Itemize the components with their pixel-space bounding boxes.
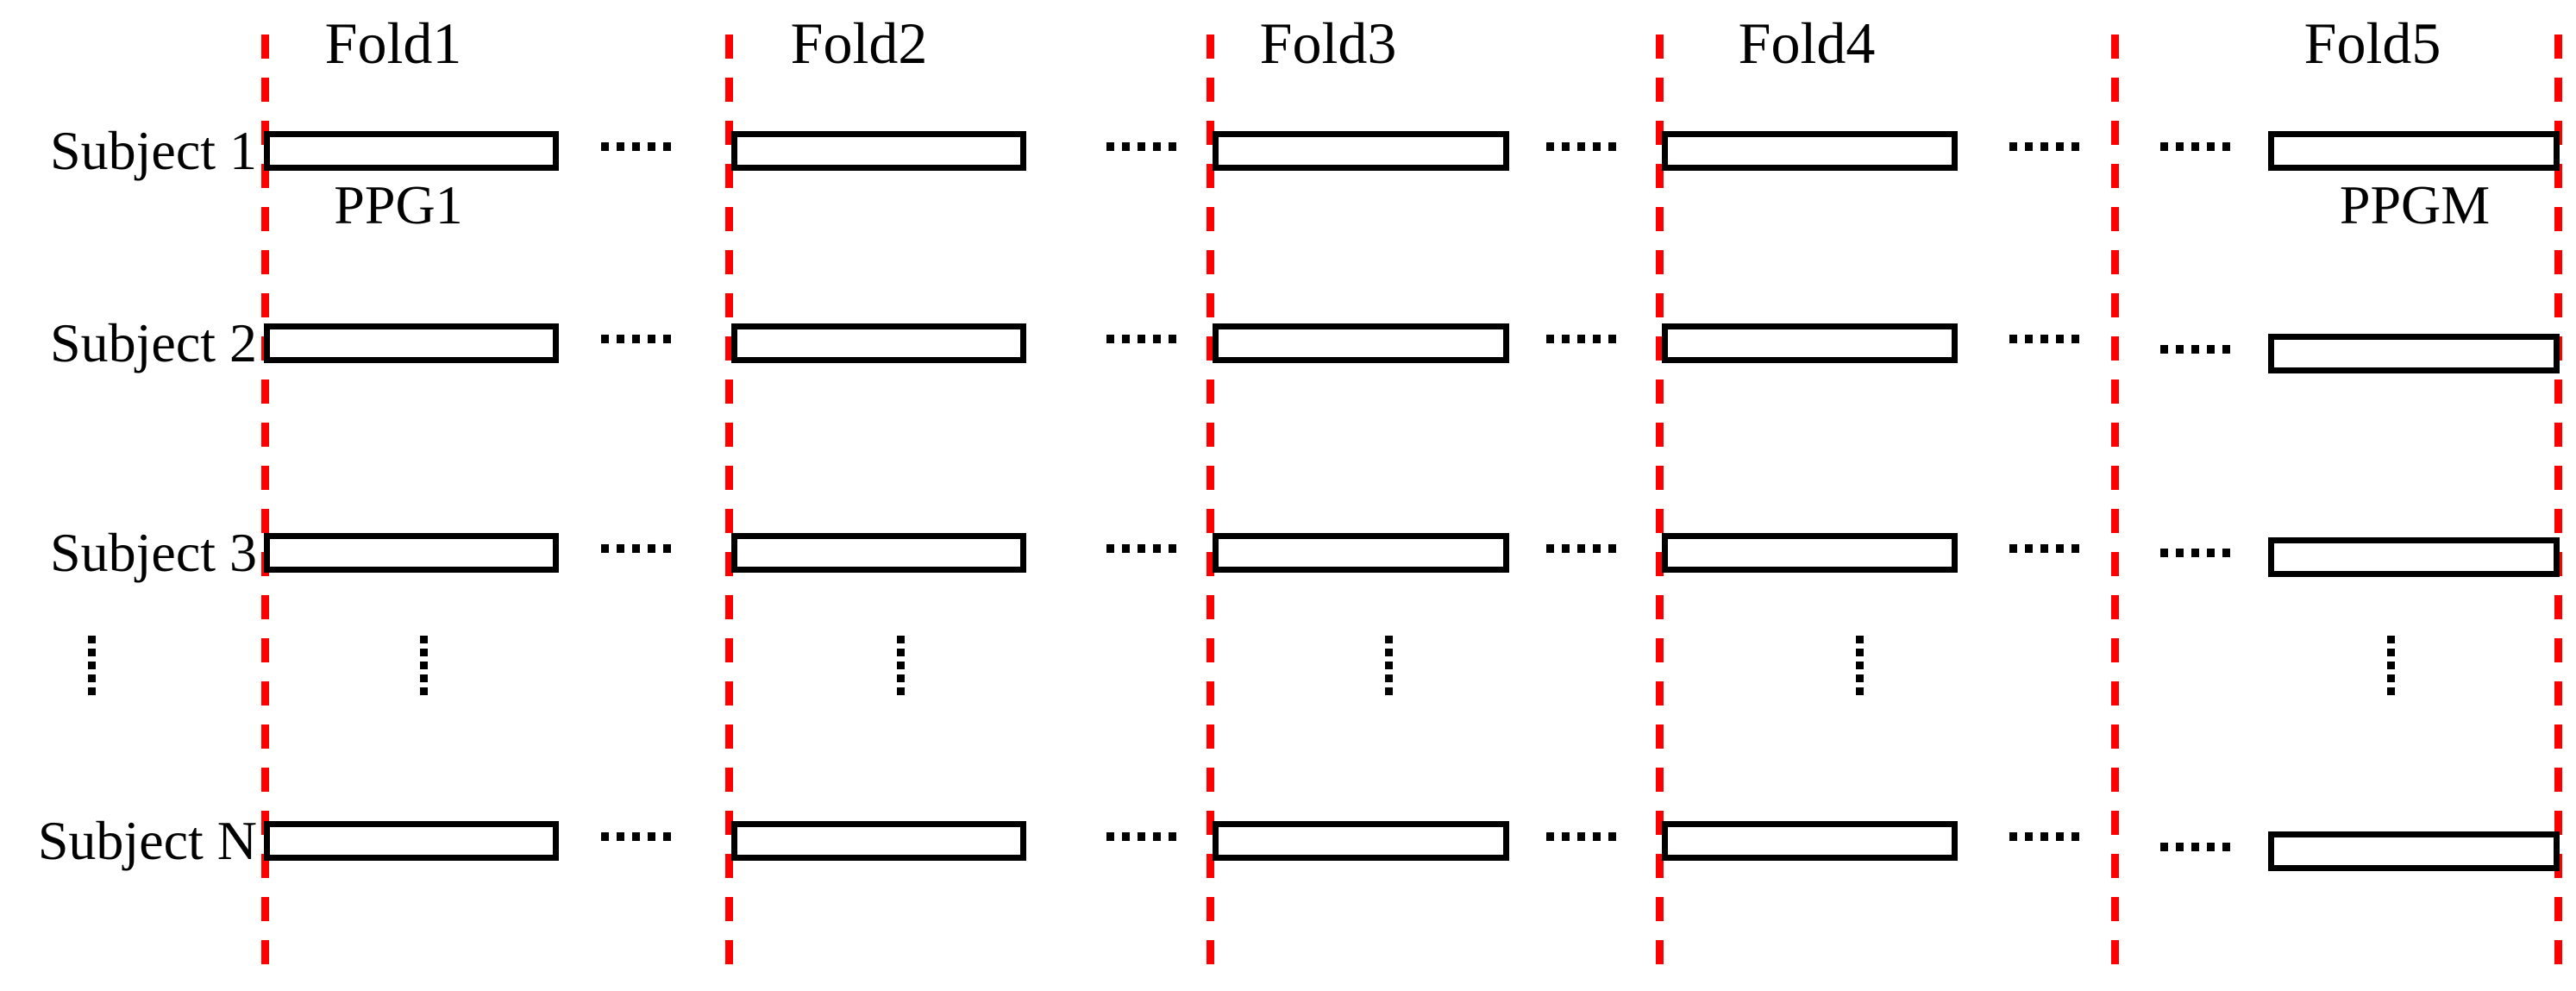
horizontal-ellipsis-dots (1546, 544, 1616, 553)
horizontal-ellipsis-dots (1546, 142, 1616, 151)
horizontal-ellipsis-dots (601, 544, 671, 553)
ppg-segment-rect (731, 131, 1026, 171)
horizontal-ellipsis-dots (601, 335, 671, 343)
horizontal-ellipsis-dots (2009, 142, 2079, 151)
ppg1-label: PPG1 (334, 174, 463, 235)
fold-boundary-dashed-line (1207, 34, 1214, 983)
fold1-label: Fold1 (324, 10, 462, 76)
ppg-segment-rect (2268, 334, 2560, 373)
subject-2-label: Subject 2 (50, 312, 257, 373)
vertical-ellipsis-dots (420, 636, 428, 695)
ppg-segment-rect (731, 533, 1026, 573)
horizontal-ellipsis-dots (2009, 335, 2079, 343)
horizontal-ellipsis-dots (2009, 832, 2079, 841)
horizontal-ellipsis-dots (1106, 832, 1176, 841)
ppg-segment-rect (2268, 831, 2560, 871)
fold2-label: Fold2 (790, 10, 928, 76)
fold3-label: Fold3 (1259, 10, 1397, 76)
horizontal-ellipsis-dots (1546, 335, 1616, 343)
ppg-segment-rect (264, 323, 559, 363)
horizontal-ellipsis-dots (2009, 544, 2079, 553)
subject-n-label: Subject N (37, 810, 257, 871)
vertical-ellipsis-dots (2387, 636, 2395, 695)
horizontal-ellipsis-dots (1106, 142, 1176, 151)
ppg-segment-rect (731, 323, 1026, 363)
ppg-segment-rect (2268, 131, 2560, 171)
fold-boundary-dashed-line (261, 34, 269, 983)
ppg-segment-rect (1213, 533, 1509, 573)
fold-boundary-dashed-line (2554, 34, 2562, 983)
horizontal-ellipsis-dots (1106, 335, 1176, 343)
fold-boundary-dashed-line (1656, 34, 1664, 983)
ppg-segment-rect (2268, 537, 2560, 577)
fold-boundary-dashed-line (2111, 34, 2119, 983)
horizontal-ellipsis-dots (2160, 549, 2230, 557)
ppg-segment-rect (1662, 131, 1958, 171)
vertical-ellipsis-dots (88, 636, 96, 695)
horizontal-ellipsis-dots (2160, 843, 2230, 851)
horizontal-ellipsis-dots (2160, 142, 2230, 151)
horizontal-ellipsis-dots (601, 142, 671, 151)
fold5-label: Fold5 (2303, 10, 2441, 76)
vertical-ellipsis-dots (1856, 636, 1864, 695)
horizontal-ellipsis-dots (601, 832, 671, 841)
horizontal-ellipsis-dots (1106, 544, 1176, 553)
vertical-ellipsis-dots (897, 636, 905, 695)
vertical-ellipsis-dots (1385, 636, 1393, 695)
subject-3-label: Subject 3 (50, 522, 257, 583)
ppgm-label: PPGM (2339, 174, 2491, 235)
fold-boundary-dashed-line (725, 34, 733, 983)
ppg-segment-rect (1213, 323, 1509, 363)
ppg-segment-rect (264, 131, 559, 171)
subject-1-label: Subject 1 (50, 120, 257, 181)
ppg-segment-rect (1213, 821, 1509, 861)
horizontal-ellipsis-dots (2160, 345, 2230, 354)
ppg-segment-rect (731, 821, 1026, 861)
ppg-segment-rect (264, 533, 559, 573)
ppg-segment-rect (1662, 533, 1958, 573)
ppg-segment-rect (1662, 821, 1958, 861)
horizontal-ellipsis-dots (1546, 832, 1616, 841)
ppg-segment-rect (1213, 131, 1509, 171)
ppg-segment-rect (1662, 323, 1958, 363)
fold4-label: Fold4 (1738, 10, 1876, 76)
ppg-segment-rect (264, 821, 559, 861)
